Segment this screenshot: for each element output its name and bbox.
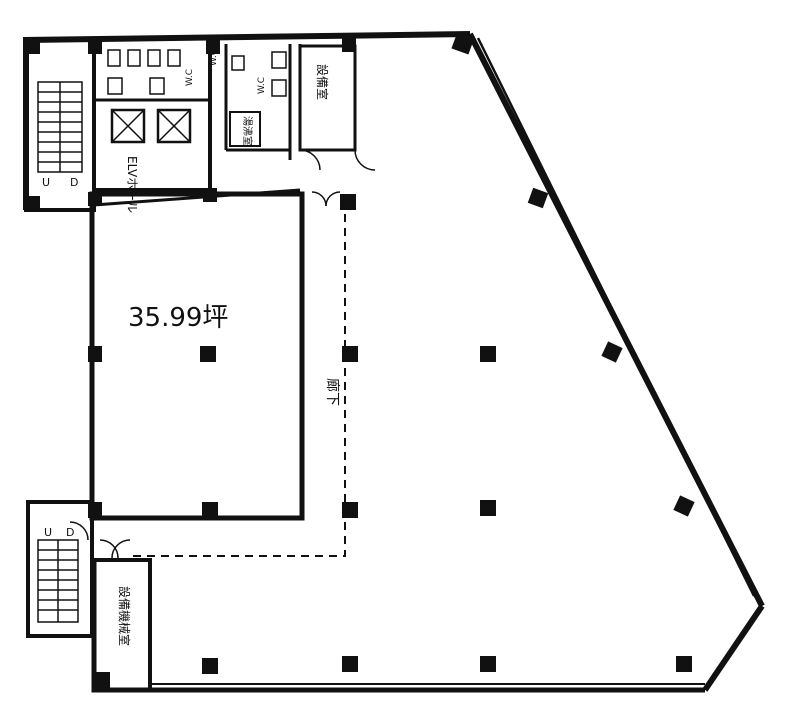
equipment-room-bottom-label: 設備機械室 (117, 586, 132, 646)
column (340, 194, 356, 210)
column (88, 346, 102, 362)
equipment-door (99, 539, 119, 559)
column (601, 341, 623, 363)
column (88, 502, 102, 518)
column (88, 192, 102, 206)
area-label: 35.99坪 (128, 303, 228, 333)
wc-label-1: W.C (185, 69, 195, 86)
column (342, 38, 356, 52)
corridor-boundary (130, 200, 346, 557)
toilet-fixtures (107, 49, 287, 97)
column (26, 40, 40, 54)
column (26, 196, 40, 210)
column (480, 500, 496, 516)
column (451, 31, 475, 55)
column (480, 656, 496, 672)
equipment-room-top-label: 設備室 (315, 64, 330, 100)
stair-up-mark-1: U (42, 176, 50, 189)
stair-down-mark-1: D (70, 176, 78, 189)
equipment-door-2 (111, 539, 131, 559)
wc-label-2: W.C (257, 77, 267, 94)
stairs-top (37, 81, 83, 173)
corridor-label: 廊下 (324, 378, 341, 406)
column (673, 495, 695, 517)
stairs-bottom (26, 500, 94, 638)
column (480, 346, 496, 362)
structural-columns (26, 31, 695, 688)
core-doors (299, 149, 376, 207)
stair-down-mark-2: D (66, 526, 74, 539)
column (206, 40, 220, 54)
tenant-room (89, 191, 305, 521)
column (202, 658, 218, 674)
column (527, 187, 549, 209)
hot-water-room (229, 111, 261, 147)
column (200, 346, 216, 362)
elevator-hall-label: ELVホール (125, 156, 139, 213)
column (202, 502, 218, 518)
column (342, 656, 358, 672)
column (342, 346, 358, 362)
outer-walls (23, 31, 765, 693)
elevators (110, 108, 192, 144)
column (203, 188, 217, 202)
column (94, 672, 110, 688)
column (676, 656, 692, 672)
wc-label-3: W.C (209, 49, 219, 66)
stair-up-mark-2: U (44, 526, 52, 539)
hot-water-label: 湯沸室 (241, 116, 254, 146)
column (88, 40, 102, 54)
equipment-room-bottom (92, 558, 152, 692)
column (342, 502, 358, 518)
